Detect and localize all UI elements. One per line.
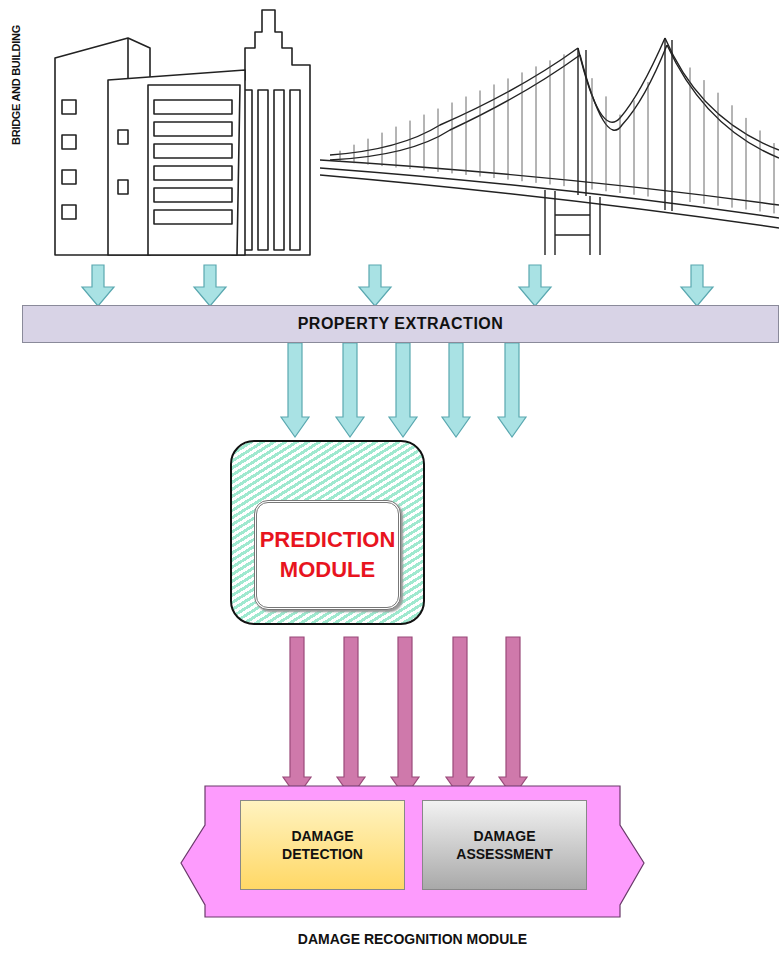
module-box: PREDICTION MODULE [230, 440, 425, 625]
process-box: DAMAGE ASSESSMENT [422, 800, 587, 890]
building [108, 70, 245, 255]
node-label: DAMAGE ASSESSMENT [433, 827, 576, 863]
input-arrows [82, 265, 713, 306]
arrow-shape [389, 343, 417, 437]
node-label: DAMAGE DETECTION [251, 827, 394, 863]
process-band: PROPERTY EXTRACTION [22, 305, 779, 343]
arrow-shape [498, 343, 526, 437]
arrow-shape [337, 637, 365, 797]
arrow-shape [336, 343, 364, 437]
arrow-shape [281, 343, 309, 437]
process-box: DAMAGE DETECTION [240, 800, 405, 890]
node-label: PROPERTY EXTRACTION [298, 315, 504, 333]
bridge [320, 38, 779, 255]
inner-box: PREDICTION MODULE [254, 500, 401, 610]
arrow-shape [442, 343, 470, 437]
side-label-wrap: BRIDGE AND BUILDING [8, 10, 24, 160]
arrow-shape [283, 637, 311, 797]
flow-arrow [281, 343, 526, 437]
module-group: DAMAGE RECOGNITION MODULE DAMAGE DETECTIO… [180, 785, 645, 955]
arrow-shape [391, 637, 419, 797]
arrow-shape [499, 637, 527, 797]
arrow-shape [446, 637, 474, 797]
flow-arrow [283, 637, 527, 797]
side-label: BRIDGE AND BUILDING [10, 25, 22, 145]
node-label: PREDICTION MODULE [260, 525, 396, 585]
node-label: DAMAGE RECOGNITION MODULE [180, 931, 645, 947]
